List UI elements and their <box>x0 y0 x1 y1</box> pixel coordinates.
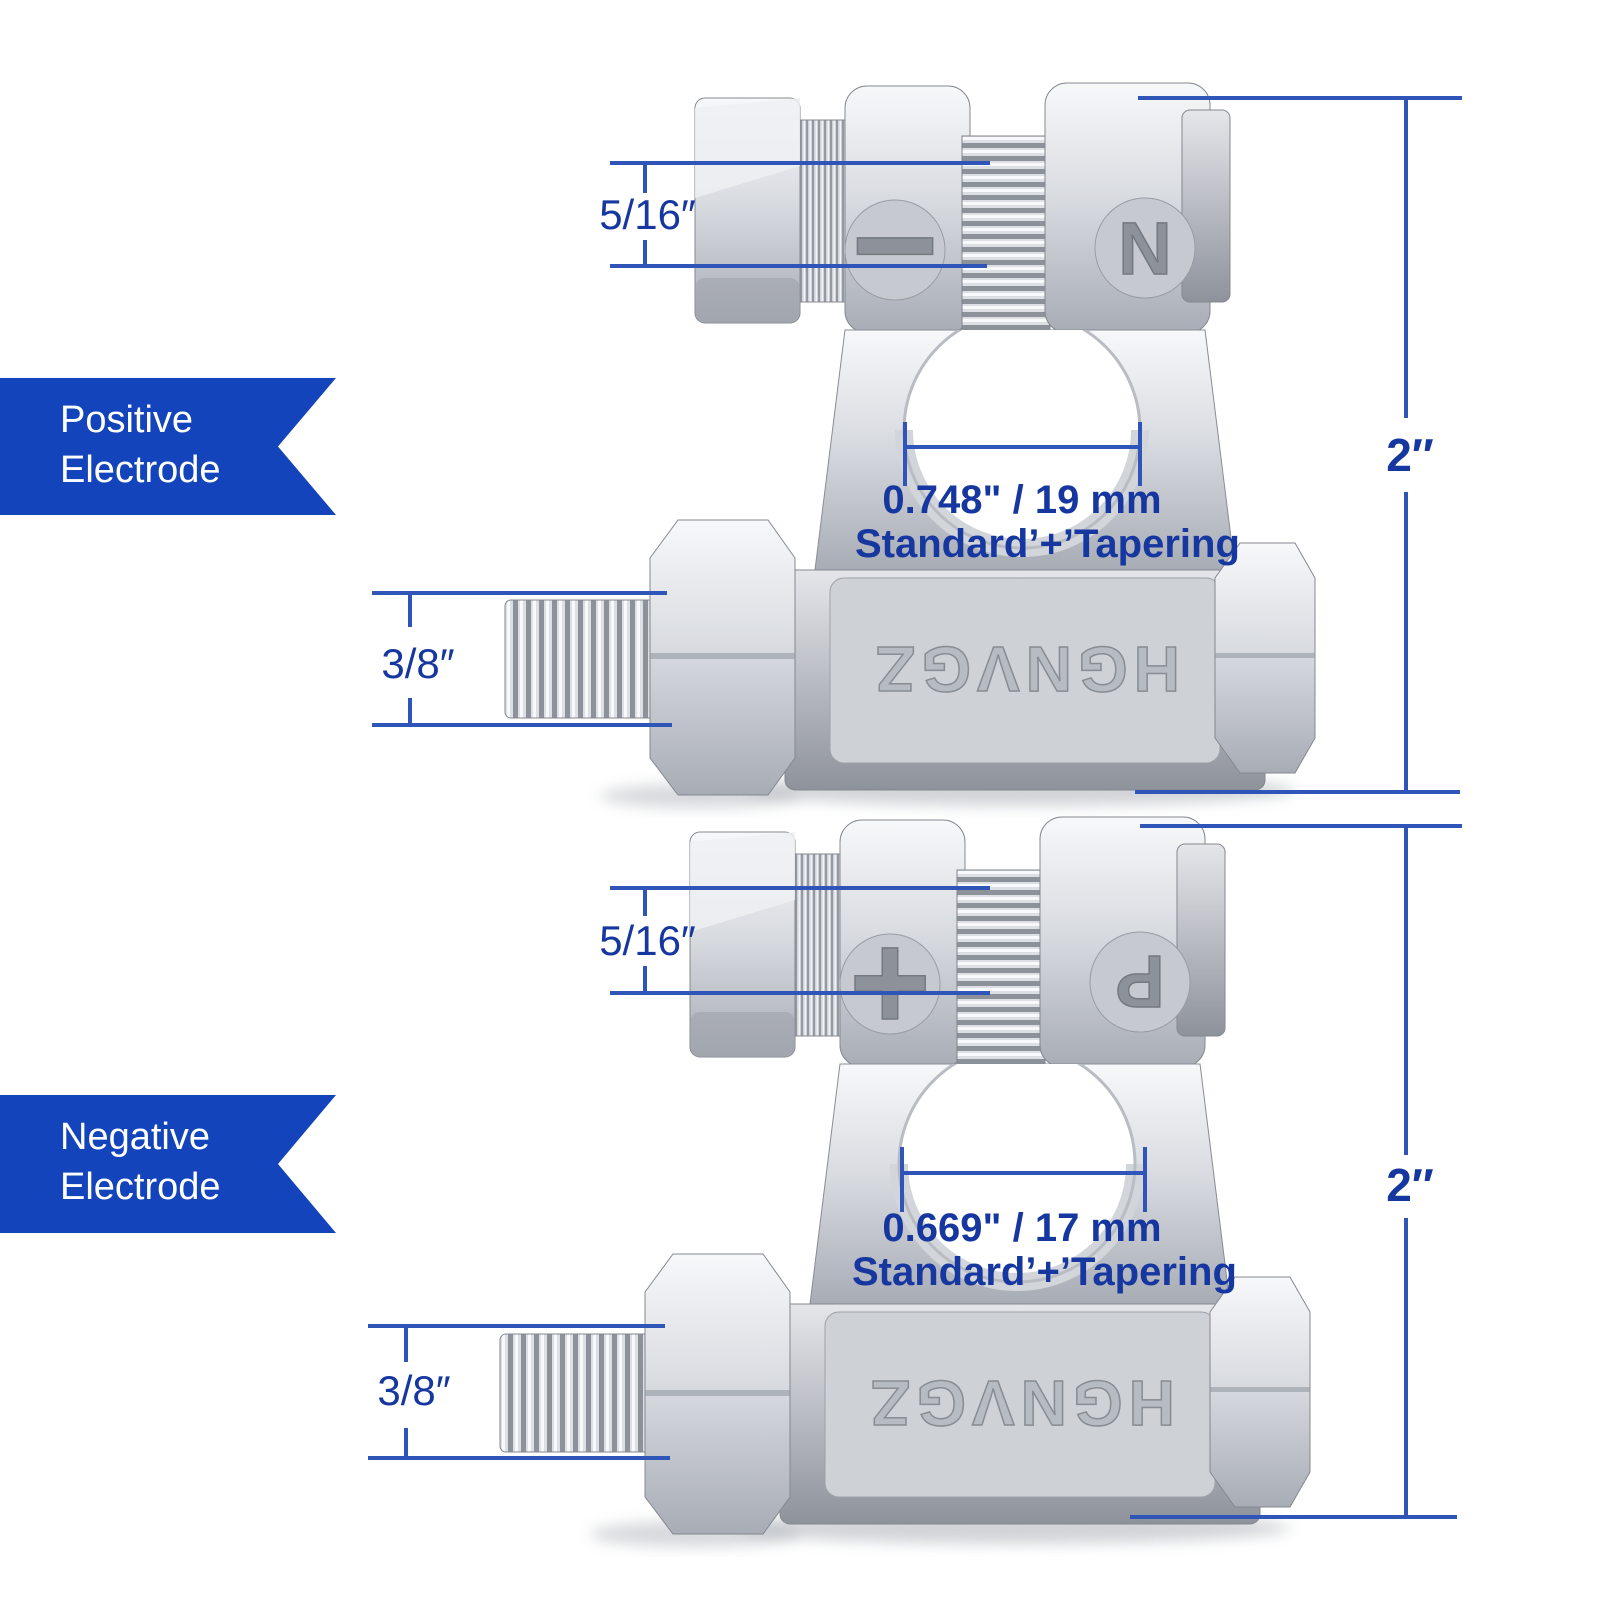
dim-516-top-line-upper <box>610 161 990 165</box>
dim-hole-bottom-note: Standard’+’Tapering <box>852 1250 1237 1294</box>
clamp-marks: − N <box>844 159 1196 329</box>
dim-38-top-line-upper <box>372 591 667 595</box>
dim-2in-top-line-lower <box>1135 790 1460 794</box>
clamp-body <box>809 1063 1231 1305</box>
dim-2in-top-vline-a <box>1404 96 1408 418</box>
dim-hole-top-label: 0.748" / 19 mm <box>882 478 1162 522</box>
ribbon-line-2: Electrode <box>60 449 221 491</box>
clamp-marks: + P <box>839 902 1191 1061</box>
brand-embossed: HGNVGZ <box>870 633 1180 705</box>
dim-38-bottom-label: 3/8″ <box>377 1367 451 1414</box>
clamp-base-plate: HGNVGZ <box>784 569 1266 791</box>
letter-mark: P <box>1115 940 1164 1023</box>
dim-38-bottom-tick-b <box>404 1428 408 1460</box>
clamp-right-nut <box>1214 542 1316 774</box>
dim-2in-bottom-vline-b <box>1404 1218 1408 1519</box>
dim-2in-top-vline-b <box>1404 492 1408 794</box>
dim-hole-bottom-label: 0.669" / 17 mm <box>882 1206 1162 1250</box>
dim-38-top-label: 3/8″ <box>381 640 455 687</box>
dim-38-bottom-line-lower <box>368 1456 670 1460</box>
dim-516-bottom-line-upper <box>610 886 990 890</box>
clamp-top-photo: − N HGNVGZ <box>504 82 1316 808</box>
dim-38-bottom-tick-a <box>404 1324 408 1362</box>
positive-electrode-ribbon: Positive Electrode <box>0 378 336 515</box>
negative-electrode-ribbon: Negative Electrode <box>0 1095 336 1233</box>
dim-38-bottom-line-upper <box>368 1324 665 1328</box>
dim-516-bottom-line-lower <box>610 991 990 995</box>
dim-38-top-tick-b <box>408 698 412 727</box>
dim-hole-top-tick-right <box>1138 422 1142 486</box>
brand-embossed: HGNVGZ <box>865 1367 1175 1439</box>
polarity-mark: − <box>851 160 939 328</box>
dim-2in-bottom-line-lower <box>1130 1515 1457 1519</box>
clamp-base-plate: HGNVGZ <box>779 1303 1261 1525</box>
dim-2in-bottom-line-upper <box>1140 824 1462 828</box>
clamp-right-nut <box>1209 1276 1311 1508</box>
dim-2in-bottom-vline-a <box>1404 824 1408 1155</box>
dim-516-top-label: 5/16″ <box>599 191 696 238</box>
letter-mark: N <box>1118 207 1171 290</box>
dim-516-top-line-lower <box>610 264 987 268</box>
dim-516-top-tick-a <box>643 161 647 193</box>
dim-38-top-line-lower <box>372 723 672 727</box>
dim-516-top-tick-b <box>643 240 647 268</box>
dim-hole-bottom-tick-right <box>1143 1147 1147 1212</box>
threaded-stud-vertical <box>961 135 1051 333</box>
ribbon-line-2: Electrode <box>60 1166 221 1208</box>
dim-2in-top-line-upper <box>1138 96 1462 100</box>
dim-hole-top-line <box>905 445 1140 449</box>
dim-516-bottom-tick-b <box>643 966 647 995</box>
dim-516-bottom-label: 5/16″ <box>599 917 696 964</box>
terminal-hole <box>904 330 1140 548</box>
clamp-cable-stud <box>504 519 796 796</box>
polarity-mark: + <box>849 903 931 1060</box>
dim-hole-top-note: Standard’+’Tapering <box>855 522 1240 566</box>
ribbon-line-1: Positive <box>60 399 194 441</box>
dim-hole-top-tick-left <box>903 422 907 486</box>
threaded-stud-vertical <box>956 869 1046 1067</box>
ribbon-line-1: Negative <box>60 1116 210 1158</box>
dim-hole-bottom-tick-left <box>900 1147 904 1212</box>
clamp-body <box>814 329 1236 571</box>
dim-516-bottom-tick-a <box>643 886 647 916</box>
dim-2in-bottom-label: 2″ <box>1386 1159 1434 1211</box>
dim-2in-top-label: 2″ <box>1386 429 1434 481</box>
dim-hole-bottom-line <box>902 1171 1145 1175</box>
dim-38-top-tick-a <box>408 591 412 627</box>
terminal-hole <box>899 1064 1135 1282</box>
side-nut <box>1181 109 1231 303</box>
clamp-bottom-photo: + P HGNVGZ <box>499 816 1311 1547</box>
clamp-cable-stud <box>499 1253 791 1535</box>
side-nut <box>1176 843 1226 1037</box>
